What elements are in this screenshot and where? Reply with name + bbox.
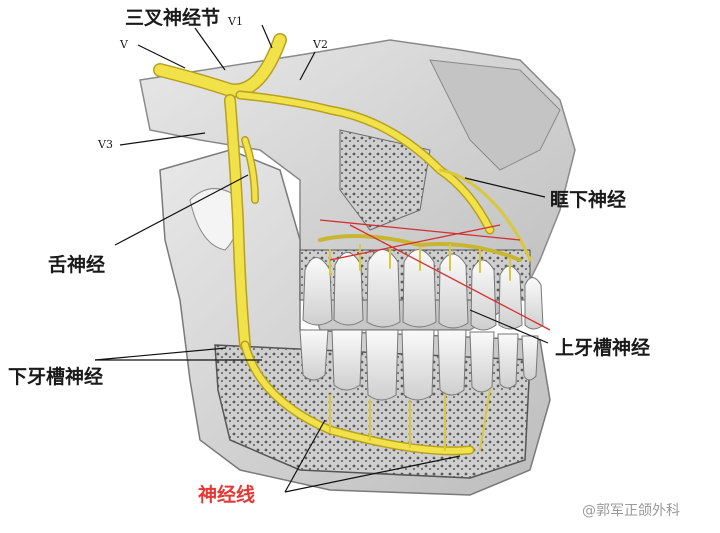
infraorbital-nerve-label: 眶下神经 (550, 189, 627, 211)
v1-label: V1 (228, 15, 243, 28)
lower-teeth (299, 329, 539, 401)
inferior-alveolar-nerve-label: 下牙槽神经 (8, 366, 104, 388)
superior-alveolar-nerve-label: 上牙槽神经 (555, 337, 651, 359)
lingual-nerve-label: 舌神经 (48, 254, 106, 276)
watermark: @郭军正颌外科 (582, 503, 680, 519)
red-reference-lines (319, 219, 551, 331)
v2-label: V2 (313, 38, 328, 51)
v3-label: V3 (98, 138, 113, 151)
leader-lines (94, 24, 549, 493)
nerve-line-label: 神经线 (198, 484, 256, 506)
nerves (153, 33, 532, 456)
v-label: V (120, 38, 128, 51)
trigeminal-ganglion-label: 三叉神经节 (125, 7, 221, 29)
